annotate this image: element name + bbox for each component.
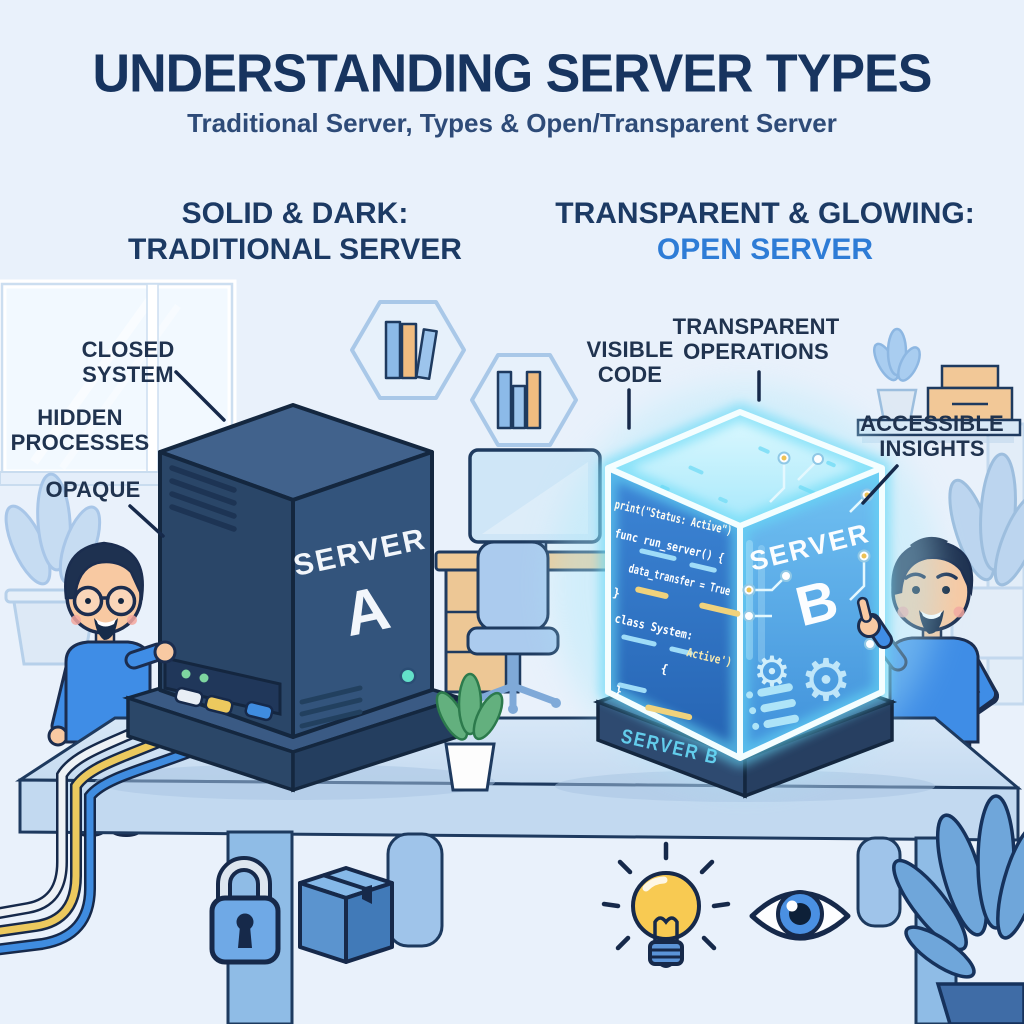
table-leg [386, 832, 444, 948]
page-title: UNDERSTANDING SERVER TYPES [92, 43, 933, 105]
left-column-heading: SOLID & DARK: TRADITIONAL SERVER [60, 196, 530, 268]
callout-closed-system: CLOSED SYSTEM [81, 337, 175, 387]
code-line: { [659, 661, 669, 676]
eye-icon [749, 890, 851, 941]
corner-plant [892, 794, 1024, 1024]
lock-icon [209, 856, 281, 965]
table-plant [435, 672, 504, 792]
callout-transparent-operations: TRANSPARENT OPERATIONS [672, 314, 840, 364]
table-leg [856, 836, 902, 928]
bulb-rays [601, 841, 731, 951]
right-heading-line1: TRANSPARENT & GLOWING: [555, 197, 975, 230]
page-subtitle: Traditional Server, Types & Open/Transpa… [187, 108, 837, 138]
callout-lines [128, 370, 899, 538]
lightbulb-icon [601, 841, 731, 968]
hex-shelf-1 [350, 300, 466, 400]
wall-shelf [856, 327, 1022, 443]
server-b: SERVER B print("Status: Activ [550, 385, 940, 799]
shelf-boxes [926, 364, 1014, 422]
office-chair [465, 540, 561, 714]
gear-icon: ⚙ [800, 648, 852, 713]
callout-accessible-insights: ACCESSIBLE INSIGHTS [860, 411, 1004, 461]
right-heading-line2: OPEN SERVER [656, 233, 874, 266]
shelf-plant [873, 327, 921, 423]
callout-hidden-processes: HIDDEN PROCESSES [10, 405, 150, 455]
package-icon [298, 866, 394, 964]
code-line: } [613, 683, 623, 698]
person-left-hand [153, 640, 177, 664]
right-column-heading: TRANSPARENT & GLOWING: OPEN SERVER [520, 196, 1010, 268]
hex-shelf-2 [470, 353, 578, 447]
vent-lines-top [169, 465, 237, 532]
left-heading-line1: SOLID & DARK: [181, 197, 409, 230]
callout-opaque: OPAQUE [45, 477, 141, 502]
callout-visible-code: VISIBLE CODE [586, 337, 674, 387]
glow-edges [599, 403, 891, 767]
rack-lines [746, 683, 799, 730]
status-led [402, 670, 414, 682]
person-right-pointing-hand [856, 596, 893, 649]
left-heading-line2: TRADITIONAL SERVER [128, 233, 462, 266]
vent-lines-bottom [299, 685, 363, 729]
port-panel [163, 656, 282, 722]
code-line: } [611, 585, 621, 600]
server-a: SERVER A [122, 403, 466, 793]
